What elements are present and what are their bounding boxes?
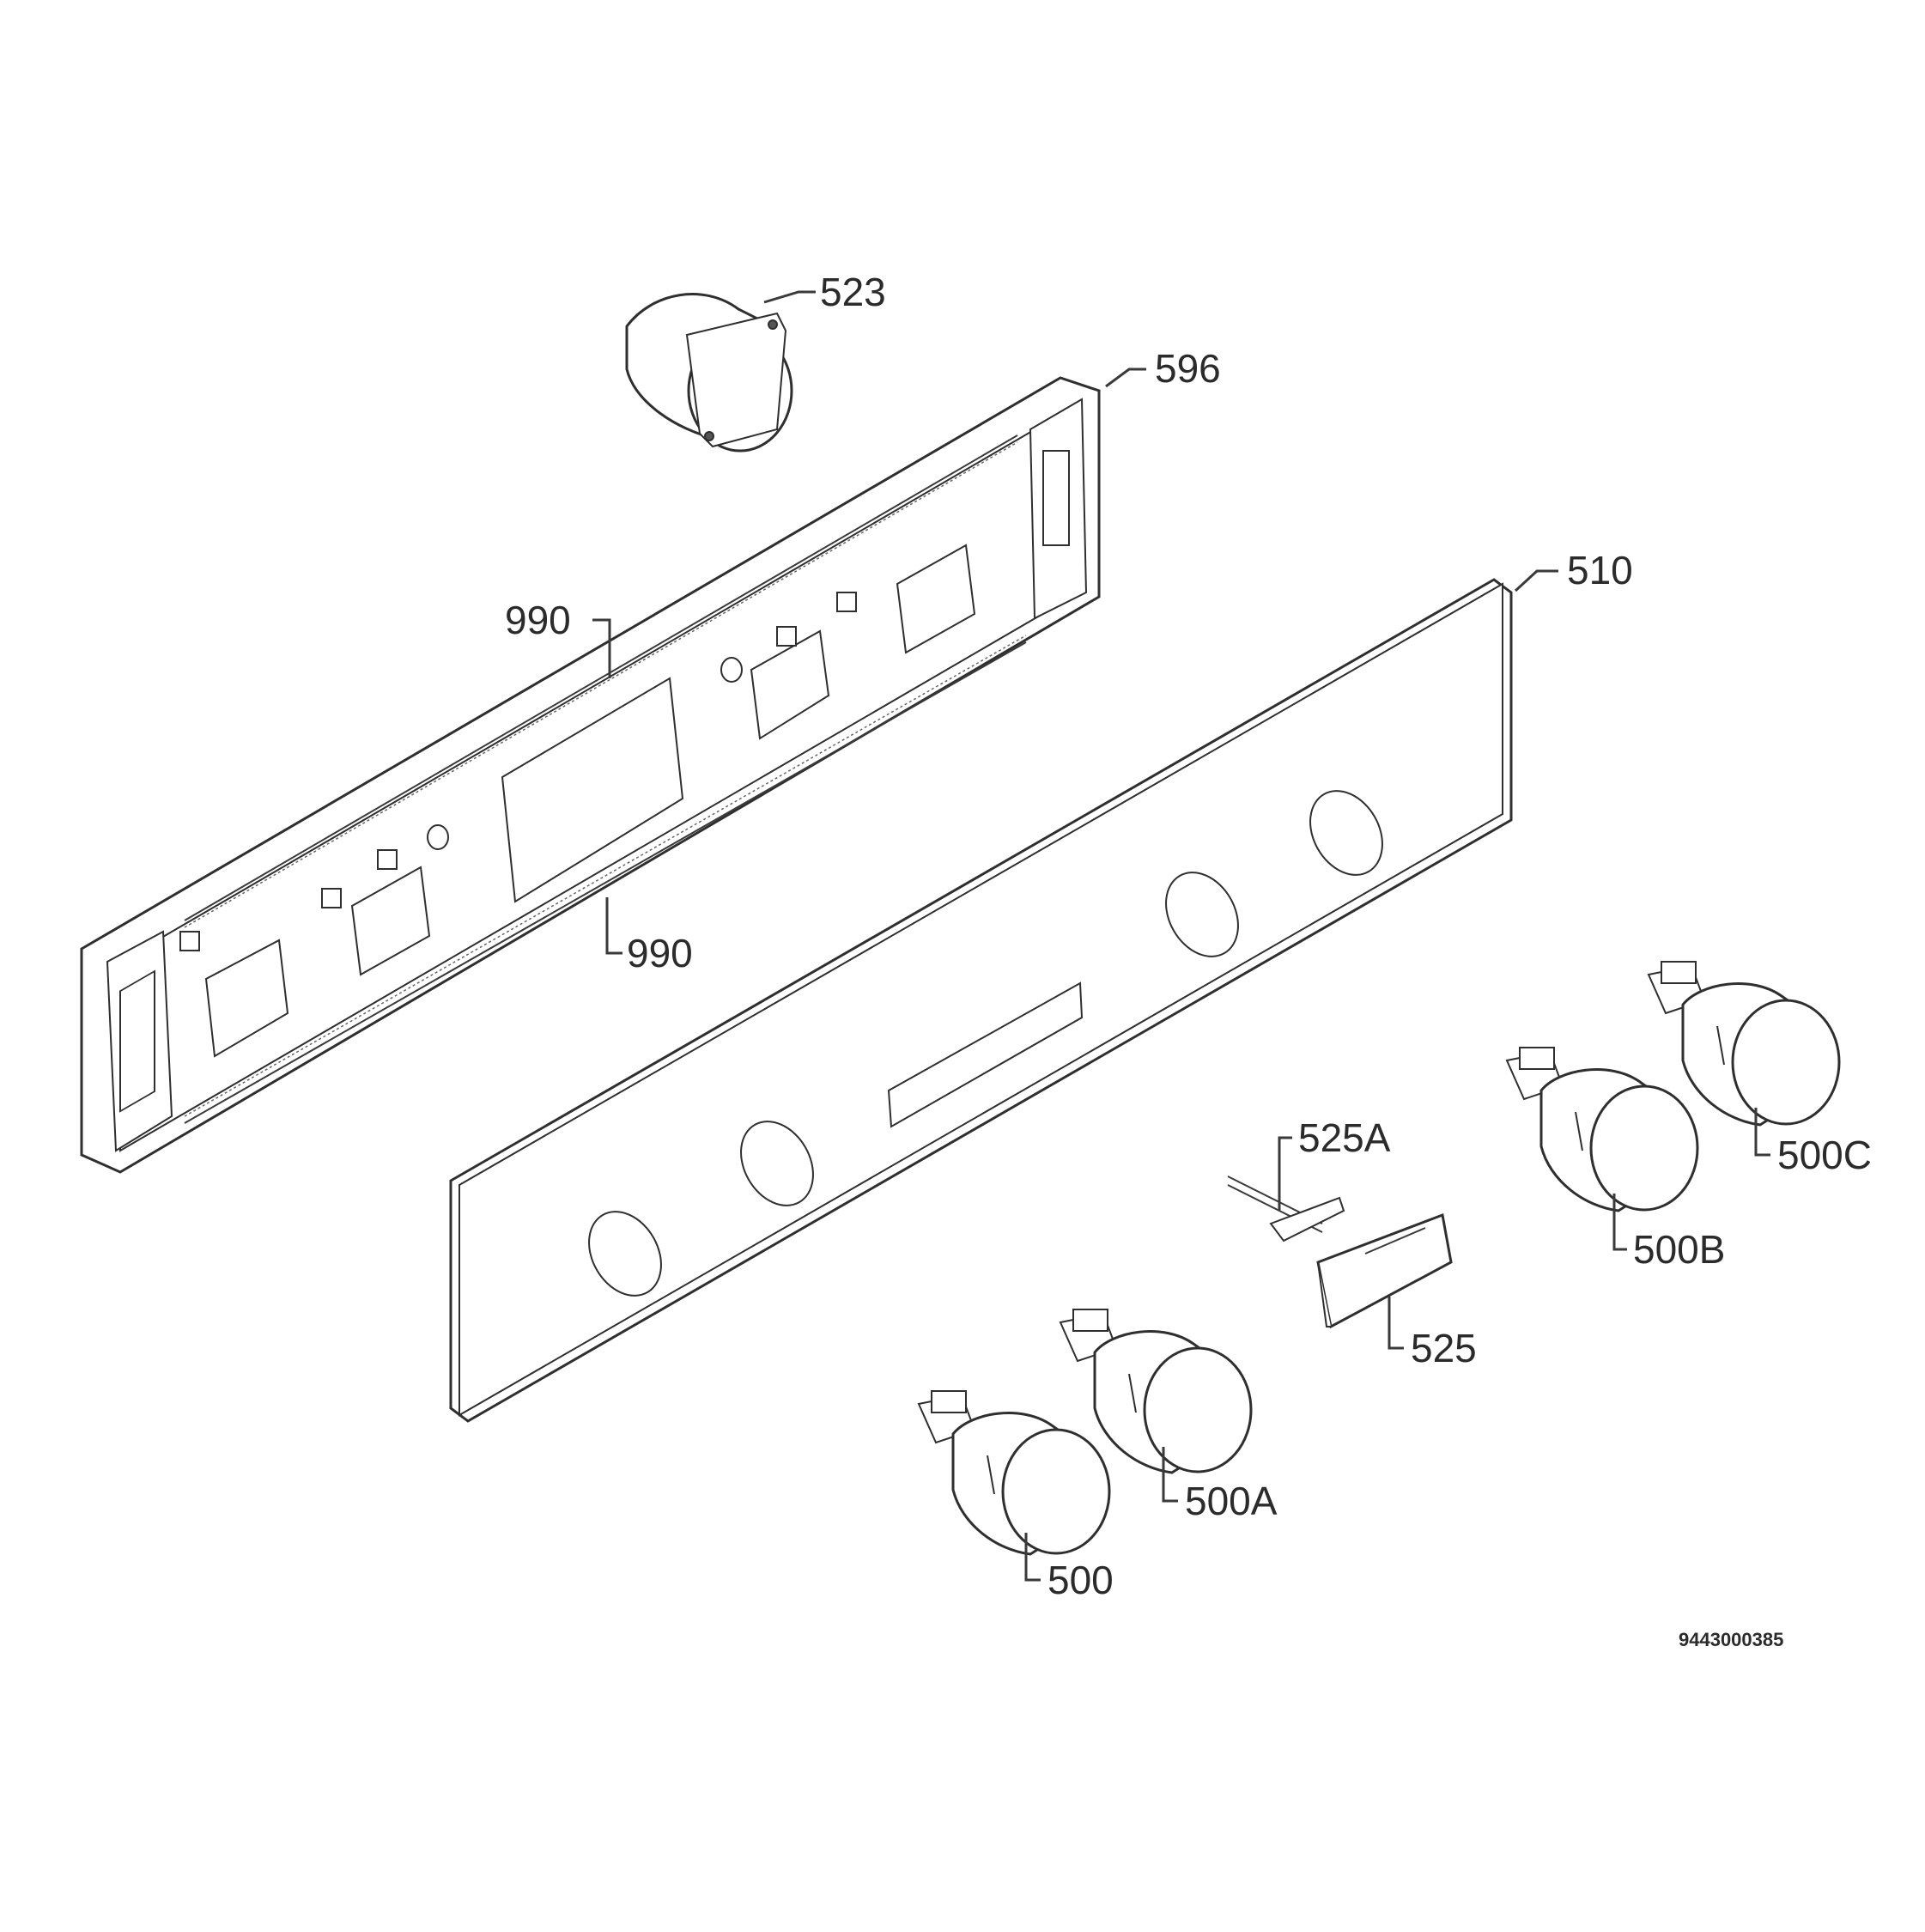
part-525-push-button bbox=[1316, 1212, 1453, 1329]
part-523-cap bbox=[625, 293, 793, 453]
label-990-bottom: 990 bbox=[627, 931, 693, 975]
label-523: 523 bbox=[820, 270, 886, 314]
label-990-top: 990 bbox=[505, 598, 571, 642]
document-number: 9443000385 bbox=[1679, 1629, 1783, 1650]
label-525: 525 bbox=[1411, 1326, 1477, 1370]
label-500: 500 bbox=[1048, 1558, 1114, 1602]
knob-500B bbox=[1505, 1047, 1699, 1212]
label-500A: 500A bbox=[1185, 1479, 1278, 1523]
label-500B: 500B bbox=[1633, 1227, 1725, 1272]
knob-500C bbox=[1647, 961, 1841, 1127]
label-596: 596 bbox=[1155, 346, 1221, 391]
part-510-fascia-glass bbox=[449, 578, 1513, 1423]
part-596-panel-frame bbox=[80, 376, 1101, 1174]
label-525A: 525A bbox=[1298, 1115, 1391, 1160]
leader-lines bbox=[592, 290, 1770, 1582]
part-525A-rod bbox=[1227, 1176, 1345, 1242]
label-510: 510 bbox=[1567, 548, 1633, 592]
knob-500 bbox=[917, 1390, 1111, 1556]
knob-500A bbox=[1059, 1309, 1253, 1474]
label-500C: 500C bbox=[1777, 1133, 1872, 1177]
